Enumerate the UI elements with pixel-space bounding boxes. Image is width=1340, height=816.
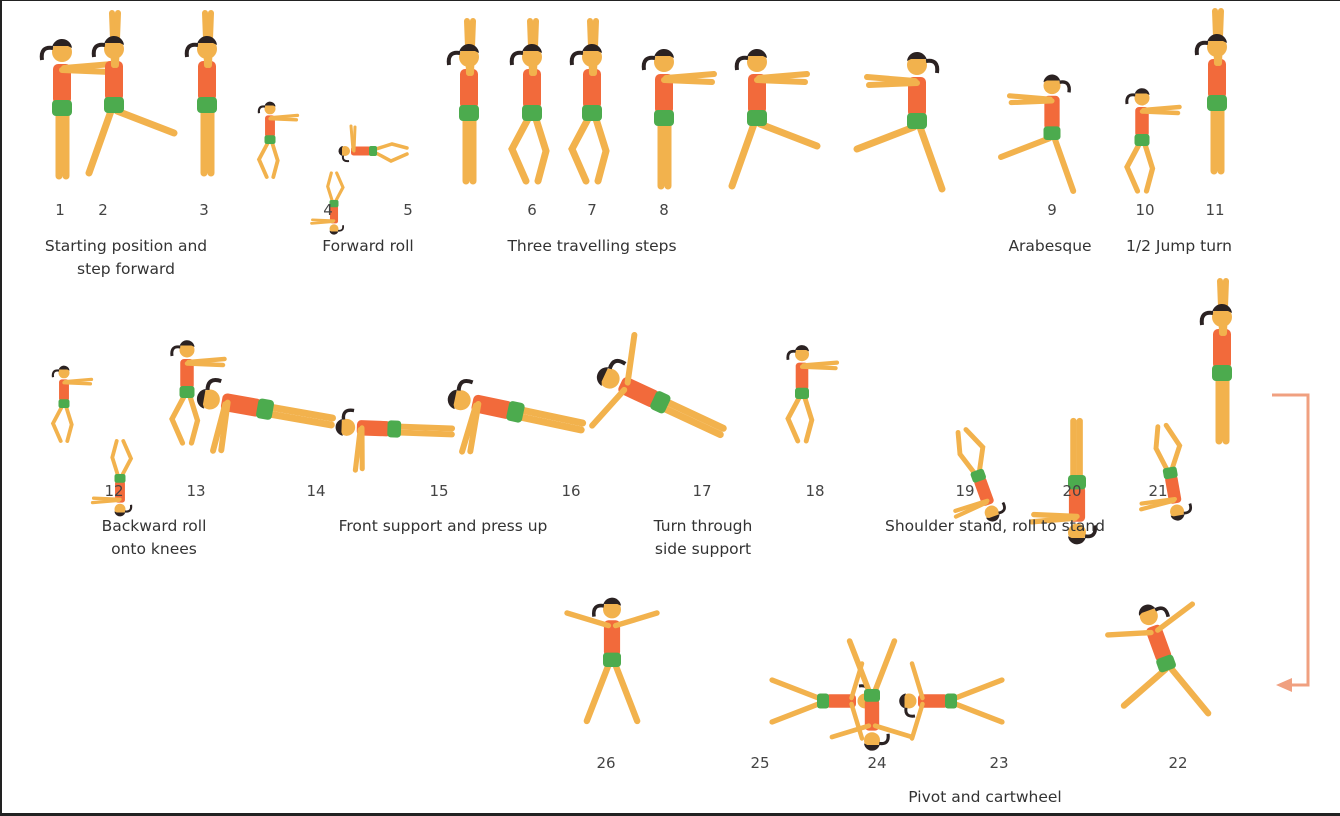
caption-jump-turn: 1/2 Jump turn [1126, 237, 1232, 255]
step-number: 8 [659, 201, 669, 219]
step-number: 19 [955, 482, 975, 500]
gymnast-figure [568, 18, 610, 185]
step-number: 17 [692, 482, 712, 500]
gymnast-figure [728, 48, 821, 190]
gymnast-figure [1105, 601, 1212, 717]
step-number: 23 [989, 754, 1009, 772]
gymnast-figure [1194, 8, 1227, 175]
gymnast-figure [953, 427, 1006, 522]
step-number: 10 [1135, 201, 1155, 219]
gymnast-figure [508, 18, 550, 185]
caption-travelling-steps: Three travelling steps [507, 237, 677, 255]
step-number: 6 [527, 201, 537, 219]
gymnast-figure [769, 661, 875, 741]
gymnast-figure [85, 10, 178, 177]
caption-cartwheel: Pivot and cartwheel [908, 788, 1062, 806]
caption-arabesque: Arabesque [1008, 237, 1092, 255]
step-number: 4 [323, 201, 333, 219]
step-number: 11 [1205, 201, 1225, 219]
step-number: 25 [750, 754, 770, 772]
sequence-arrow [1272, 393, 1310, 692]
step-number: 21 [1148, 482, 1168, 500]
gymnast-figure [310, 171, 345, 235]
gymnast-figure [169, 340, 227, 446]
gymnast-figure [1124, 88, 1182, 194]
gymnast-figure [853, 51, 946, 193]
step-number: 20 [1062, 482, 1082, 500]
step-number: 1 [55, 201, 65, 219]
gymnast-figure [90, 439, 134, 517]
gymnast-figure [50, 365, 94, 443]
caption-shoulder-stand: Shoulder stand, roll to stand [885, 517, 1105, 535]
gymnast-figure [641, 48, 717, 190]
step-number: 14 [306, 482, 326, 500]
gymnast-figure [256, 101, 300, 179]
step-number: 24 [867, 754, 887, 772]
step-number: 2 [98, 201, 108, 219]
step-number: 3 [199, 201, 209, 219]
gymnast-figure [589, 331, 727, 439]
step-number: 5 [403, 201, 413, 219]
gymnast-figure [446, 18, 479, 185]
step-number: 7 [587, 201, 597, 219]
gymnast-figure [196, 378, 337, 454]
gymnast-figure [1139, 422, 1193, 521]
step-number: 13 [186, 482, 206, 500]
gymnast-figure [447, 379, 587, 455]
step-number: 18 [805, 482, 825, 500]
step-number: 12 [104, 482, 124, 500]
gymnast-figure [338, 124, 409, 163]
gymnast-figure [39, 38, 115, 180]
gymnast-figure [899, 661, 1005, 741]
gymnast-figure [1029, 417, 1098, 545]
gymnast-figure [829, 638, 915, 751]
gymnast-figure [184, 10, 217, 177]
gymnast-figure [335, 408, 456, 473]
gymnast-figure [998, 74, 1077, 194]
step-number: 22 [1168, 754, 1188, 772]
gymnast-figure [785, 345, 840, 444]
caption-forward-roll: Forward roll [322, 237, 414, 255]
step-number: 26 [596, 754, 616, 772]
step-number: 15 [429, 482, 449, 500]
caption-front-support: Front support and press up [338, 517, 548, 535]
step-number: 9 [1047, 201, 1057, 219]
gymnast-figure [564, 597, 660, 725]
step-number: 16 [561, 482, 581, 500]
gymnast-figure [1199, 278, 1232, 445]
